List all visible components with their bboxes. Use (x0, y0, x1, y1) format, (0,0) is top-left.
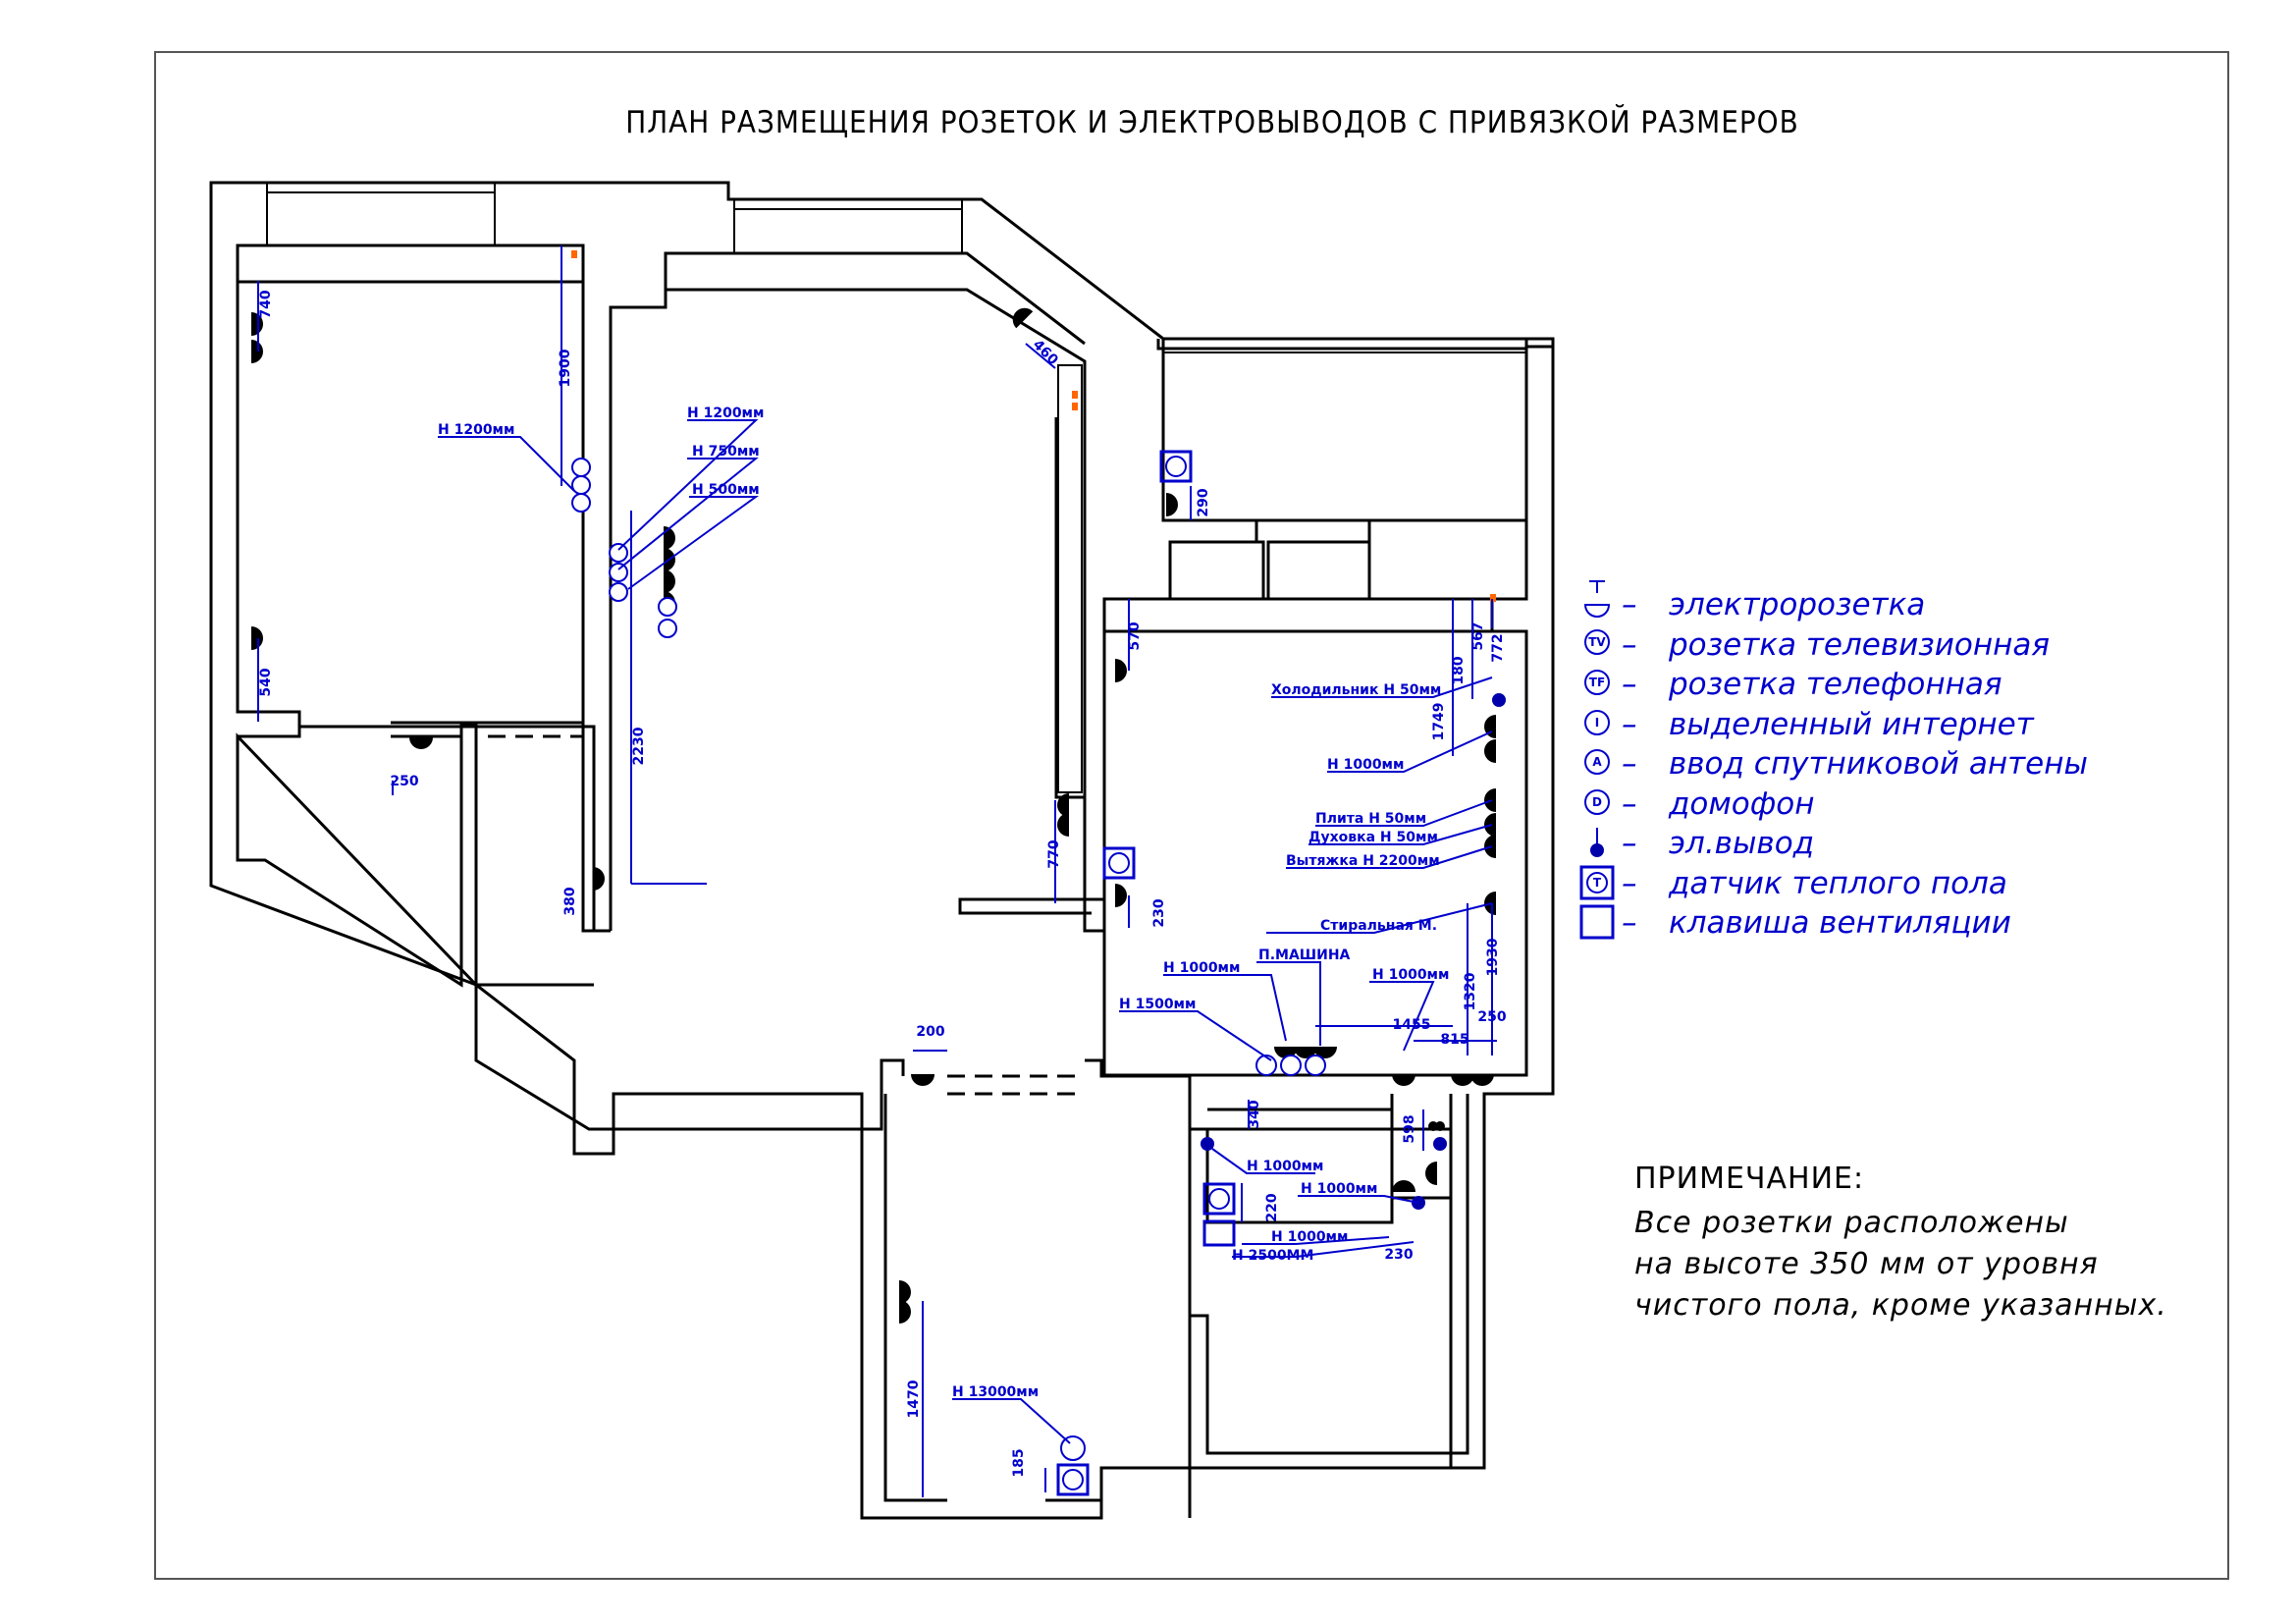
svg-text:D: D (1592, 795, 1602, 809)
dim-770: 770 (1046, 839, 1062, 868)
legend-dash-9: – (1622, 905, 1637, 941)
dim-1470: 1470 (906, 1380, 922, 1418)
dim-220: 220 (1264, 1193, 1280, 1221)
label-h1000-c: Н 1000мм (1372, 967, 1449, 983)
dim-230-a: 230 (1151, 898, 1167, 927)
ventilation-switch-icon (1579, 904, 1615, 940)
plan-special-outlets (571, 250, 1506, 1496)
dim-540: 540 (258, 668, 274, 696)
legend-label-antenna: ввод спутниковой антены (1669, 746, 2088, 782)
dim-460: 460 (1030, 337, 1061, 368)
note-block: ПРИМЕЧАНИЕ: Все розетки расположены на в… (1634, 1162, 2167, 1323)
svg-text:TV: TV (1588, 635, 1606, 649)
legend-dash-6: – (1622, 786, 1637, 822)
legend: TV TF I A D T – электророзетка – розетка… (1579, 580, 2088, 941)
floor-heating-sensor-icon: T (1579, 865, 1615, 900)
legend-dash-7: – (1622, 826, 1637, 861)
dim-1455: 1455 (1393, 1017, 1431, 1033)
legend-label-socket: электророзетка (1669, 587, 1925, 622)
legend-dash-4: – (1622, 707, 1637, 742)
dim-1749: 1749 (1431, 703, 1447, 741)
label-h1000-b: Н 1000мм (1163, 960, 1240, 976)
label-h500: Н 500мм (692, 482, 760, 498)
label-h750: Н 750мм (692, 444, 760, 460)
dim-2230: 2230 (631, 727, 647, 765)
note-line-3: чистого пола, кроме указанных. (1634, 1288, 2167, 1323)
leader-lines (438, 419, 1493, 1444)
legend-dash-2: – (1622, 627, 1637, 663)
note-line-2: на высоте 350 мм от уровня (1634, 1247, 2099, 1281)
label-stove: Плита Н 50мм (1315, 811, 1426, 827)
label-oven: Духовка Н 50мм (1308, 830, 1438, 845)
svg-text:T: T (1593, 876, 1602, 890)
label-h1200-a: Н 1200мм (438, 422, 514, 438)
note-line-1: Все розетки расположены (1634, 1206, 2069, 1240)
windows (266, 182, 1527, 793)
phone-socket-icon: TF (1584, 670, 1610, 695)
dim-340: 340 (1247, 1100, 1262, 1128)
legend-label-ventilation: клавиша вентиляции (1669, 905, 2011, 941)
dim-1320: 1320 (1463, 972, 1478, 1010)
dim-570: 570 (1127, 622, 1143, 650)
label-h1200-b: Н 1200мм (687, 406, 764, 421)
dim-250-a: 250 (390, 774, 418, 789)
dim-1930: 1930 (1485, 938, 1501, 976)
dim-185: 185 (1011, 1448, 1027, 1477)
dimension-lines (257, 245, 1497, 1497)
svg-text:I: I (1595, 716, 1599, 730)
dim-815: 815 (1440, 1032, 1468, 1048)
legend-label-intercom: домофон (1668, 786, 1815, 822)
plan-title: ПЛАН РАЗМЕЩЕНИЯ РОЗЕТОК И ЭЛЕКТРОВЫВОДОВ… (625, 105, 1799, 140)
dim-740: 740 (258, 290, 274, 318)
dim-200: 200 (916, 1024, 944, 1040)
internet-socket-icon: I (1584, 710, 1610, 735)
legend-label-tv: розетка телевизионная (1668, 627, 2050, 663)
label-washer: Стиральная М. (1320, 918, 1437, 934)
label-h1000-d: Н 1000мм (1247, 1159, 1323, 1174)
legend-dash-8: – (1622, 866, 1637, 901)
doorways (488, 721, 1085, 1096)
dim-230-b: 230 (1384, 1247, 1413, 1263)
walls (209, 181, 1555, 1520)
antenna-input-icon: A (1584, 749, 1610, 775)
drawing-frame (154, 51, 2229, 1580)
dim-772: 772 (1490, 633, 1506, 662)
label-h1500: Н 1500мм (1119, 997, 1196, 1012)
legend-label-heating: датчик теплого пола (1668, 866, 2007, 901)
legend-label-internet: выделенный интернет (1669, 707, 2035, 742)
intercom-icon: D (1584, 789, 1610, 815)
socket-icon (1583, 580, 1611, 618)
label-fridge: Холодильник Н 50мм (1271, 682, 1441, 698)
svg-text:TF: TF (1589, 676, 1605, 689)
legend-label-phone: розетка телефонная (1668, 667, 2002, 702)
dimension-labels: 740 1900 540 250 380 2230 460 290 570 18… (258, 290, 1507, 1477)
legend-label-outlet: эл.вывод (1669, 826, 1814, 861)
legend-dash-3: – (1622, 667, 1637, 702)
dim-567: 567 (1470, 622, 1486, 650)
legend-dash-5: – (1622, 746, 1637, 782)
dim-290: 290 (1196, 488, 1211, 516)
note-heading: ПРИМЕЧАНИЕ: (1634, 1162, 1864, 1196)
electrical-outlet-icon (1590, 828, 1604, 857)
dim-380: 380 (562, 887, 578, 915)
label-h1000-a: Н 1000мм (1327, 757, 1404, 773)
label-h1000-f: Н 1000мм (1271, 1229, 1348, 1245)
legend-dash-1: – (1622, 587, 1637, 622)
dim-598: 598 (1402, 1114, 1417, 1143)
dim-250-b: 250 (1477, 1009, 1506, 1025)
label-h13000: Н 13000мм (952, 1384, 1039, 1400)
dim-180: 180 (1451, 656, 1467, 684)
label-hood: Вытяжка Н 2200мм (1286, 853, 1440, 869)
label-h2500: Н 2500ММ (1232, 1248, 1313, 1264)
dim-1900: 1900 (558, 349, 573, 387)
svg-text:A: A (1592, 755, 1602, 769)
tv-socket-icon: TV (1584, 629, 1610, 655)
height-labels: Н 1200мм Н 1200мм Н 750мм Н 500мм Холоди… (438, 406, 1449, 1400)
label-dishwasher: П.МАШИНА (1258, 947, 1351, 963)
label-h1000-e: Н 1000мм (1301, 1181, 1377, 1197)
